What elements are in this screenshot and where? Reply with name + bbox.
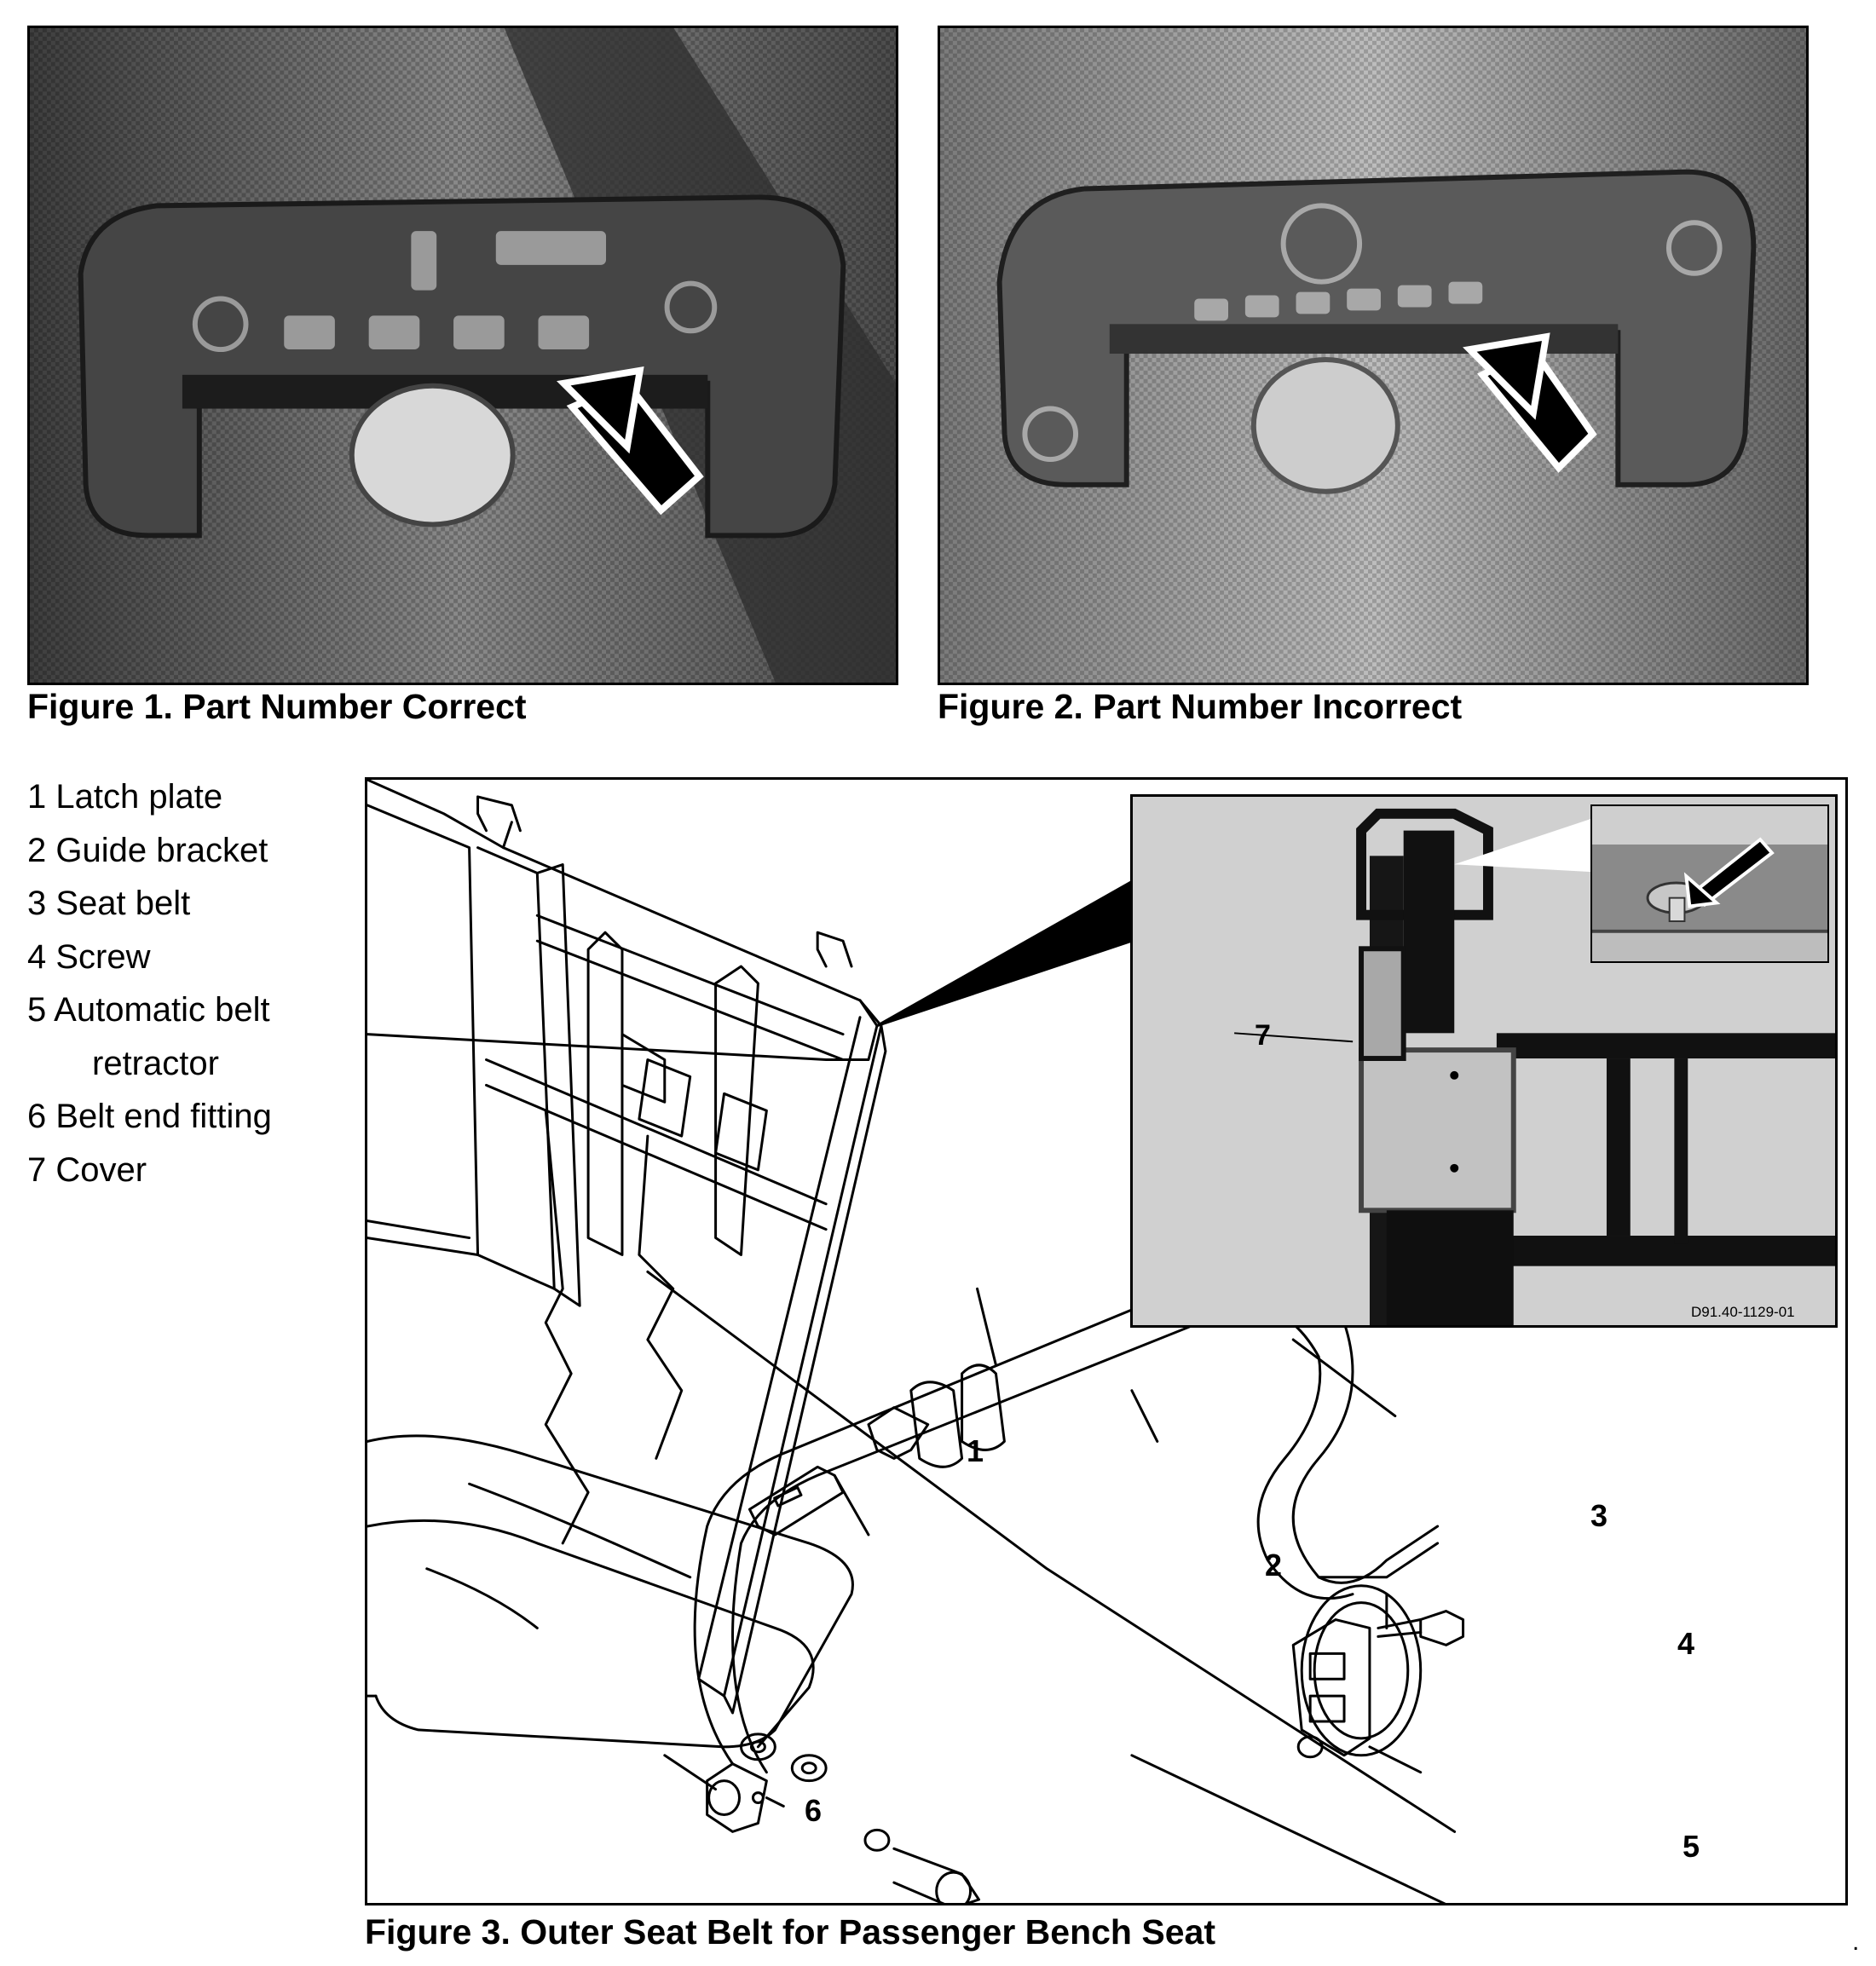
inset-reference-code: D91.40-1129-01 — [1691, 1304, 1795, 1320]
callout-5: 5 — [1683, 1829, 1700, 1864]
trailing-period: . — [1852, 1928, 1860, 1956]
callout-6: 6 — [805, 1793, 823, 1828]
figure-3-caption: Figure 3. Outer Seat Belt for Passenger … — [365, 1912, 1215, 1952]
cover-inset-photo — [1130, 794, 1838, 1328]
legend-item-seat-belt: 3 Seat belt — [27, 885, 191, 922]
legend-item-automatic-belt-retractor-cont: retractor — [92, 1044, 219, 1082]
legend-item-screw: 4 Screw — [27, 937, 151, 976]
seat-back-frame — [367, 780, 887, 1715]
figure-1-photo — [27, 26, 898, 685]
callout-2: 2 — [1265, 1548, 1283, 1583]
figure-2-caption: Figure 2. Part Number Incorrect — [938, 687, 1463, 726]
screw-detail-photo — [1590, 804, 1829, 963]
callout-1: 1 — [967, 1433, 984, 1468]
figure-3-diagram — [365, 777, 1848, 1905]
figure-2-photo — [938, 26, 1809, 685]
callout-7: 7 — [1255, 1019, 1271, 1052]
legend-item-latch-plate: 1 Latch plate — [27, 778, 223, 816]
parts-legend: 1 Latch plate 2 Guide bracket 3 Seat bel… — [27, 770, 272, 1196]
retractor — [1291, 1584, 1423, 1759]
callout-4: 4 — [1677, 1626, 1695, 1661]
figure-1-caption: Figure 1. Part Number Correct — [27, 687, 527, 726]
seat-cushion — [367, 1434, 854, 1749]
legend-item-cover: 7 Cover — [27, 1150, 147, 1189]
legend-item-belt-end-fitting: 6 Belt end fitting — [27, 1098, 272, 1135]
legend-item-automatic-belt-retractor: 5 Automatic belt — [27, 991, 270, 1029]
legend-item-guide-bracket: 2 Guide bracket — [27, 831, 268, 869]
callout-3: 3 — [1590, 1498, 1608, 1533]
